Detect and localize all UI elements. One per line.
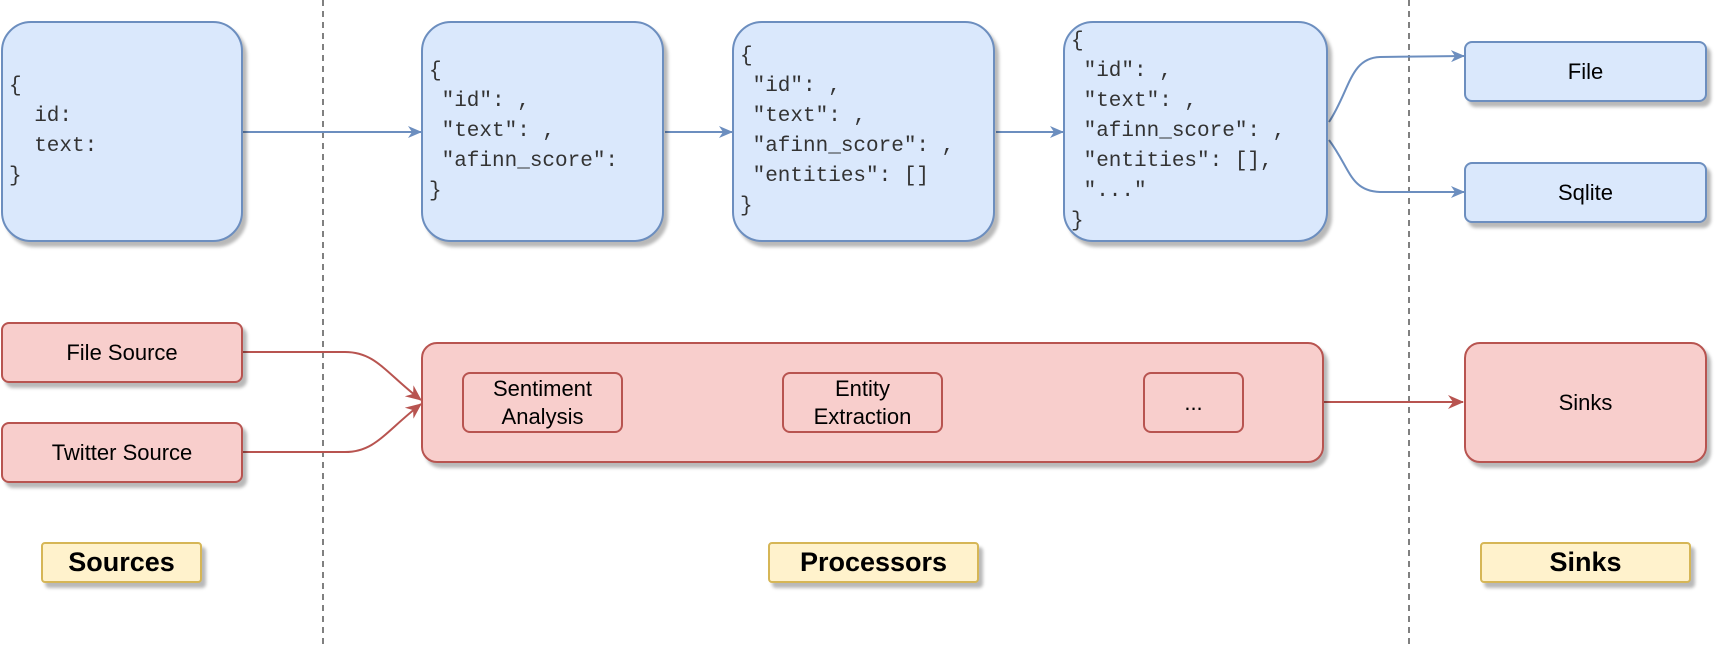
sentiment-analysis-processor: Sentiment Analysis [462,372,623,433]
more-processors: ... [1143,372,1244,433]
entity-record-shape: { "id": , "text": , "afinn_score": , "en… [732,21,995,242]
processors-section-label: Processors [768,542,979,583]
final-record-shape: { "id": , "text": , "afinn_score": , "en… [1063,21,1328,242]
twitter-source-box: Twitter Source [1,422,243,483]
file-sink-box: File [1464,41,1707,102]
sinks-box: Sinks [1464,342,1707,463]
sources-section-label: Sources [41,542,202,583]
arrow-final-to-sqlite [1328,139,1465,198]
sinks-section-label: Sinks [1480,542,1691,583]
arrow-final-to-file [1328,50,1465,123]
sqlite-sink-box: Sqlite [1464,162,1707,223]
file-source-box: File Source [1,322,243,383]
source-record-shape: { id: text: } [1,21,243,242]
arrow-twitter-source-to-processors [243,403,422,453]
sentiment-record-shape: { "id": , "text": , "afinn_score": } [421,21,664,242]
arrow-file-source-to-processors [243,351,422,401]
entity-extraction-processor: Entity Extraction [782,372,943,433]
